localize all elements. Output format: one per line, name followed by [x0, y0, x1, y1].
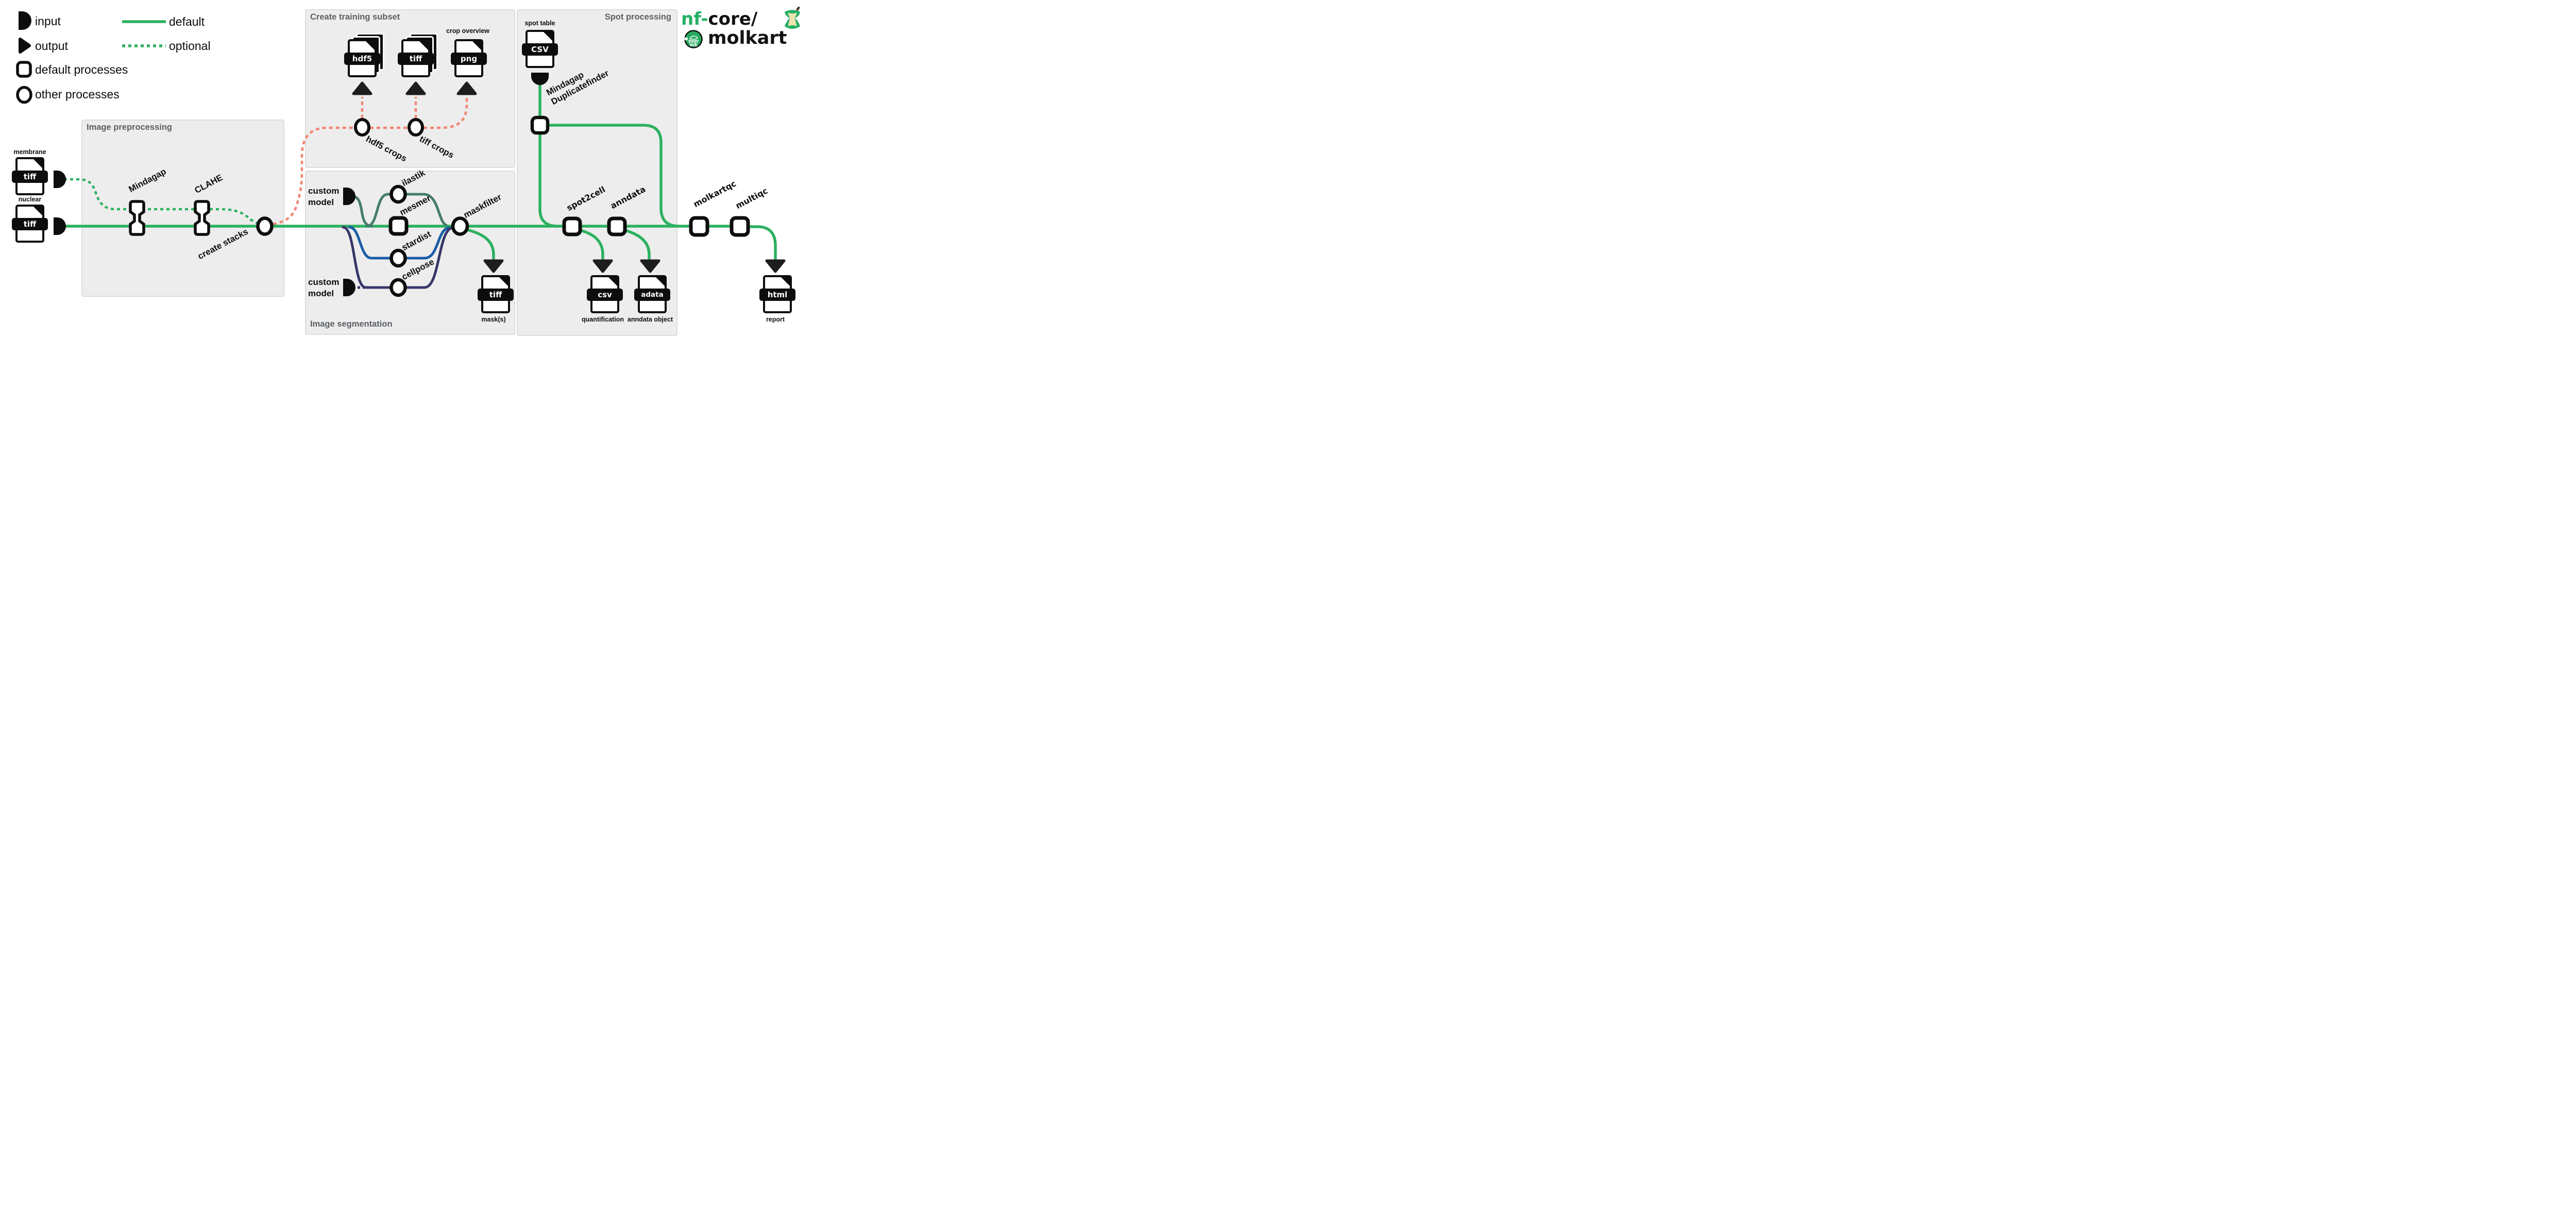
logo-core: core/ [708, 9, 758, 29]
crop-overview-file-icon: png [451, 39, 487, 77]
output-arrow-masks [483, 259, 504, 273]
nf-core-logo: nf-core/ [681, 9, 757, 29]
edge-custommodel-top-merge [351, 195, 374, 228]
masks-caption: mask(s) [481, 316, 506, 323]
edge-ilastik-up [365, 193, 393, 228]
legend-output-icon [19, 38, 31, 54]
hdf5-crops-file-badge: hdf5 [344, 53, 380, 65]
section-title-segmentation: Image segmentation [310, 319, 393, 329]
node-molkartqc [689, 216, 709, 237]
custom-model-top-line2: model [308, 197, 334, 207]
node-clahe [194, 200, 210, 236]
input-symbol-custom-bottom [343, 279, 355, 296]
anndata-object-file-badge: adata [634, 289, 670, 301]
membrane-file-badge: tiff [12, 171, 48, 183]
membrane-caption: membrane [13, 148, 46, 156]
quantification-file-icon: csv [587, 275, 623, 313]
edge-duplicatefinder-bypass [546, 124, 681, 228]
edge-createstacks-to-crops [273, 126, 354, 226]
node-create-stacks [256, 216, 274, 236]
node-maskfilter [451, 216, 469, 236]
legend-label-output: output [35, 39, 68, 53]
masks-file-icon: tiff [478, 275, 514, 313]
custom-model-top-line1: custom [308, 186, 340, 196]
crop-overview-file-badge: png [451, 53, 487, 65]
output-arrow-quantification [592, 259, 613, 273]
report-file-icon: html [759, 275, 795, 313]
output-arrow-png [456, 81, 477, 95]
node-stardist [389, 248, 407, 268]
edge-stardist-down [348, 226, 393, 260]
custom-model-top-label: custom model [308, 185, 339, 208]
node-tiff-crops [408, 118, 424, 137]
legend-label-optional-line: optional [169, 39, 211, 53]
logo-nf: nf- [681, 9, 708, 29]
nuclear-file-badge: tiff [12, 218, 48, 230]
edge-ilastik-return [404, 193, 448, 227]
mk-badge-icon: mk [684, 30, 703, 48]
node-duplicatefinder [530, 115, 550, 135]
spot-table-file-icon: CSV [522, 30, 558, 68]
spot-table-caption: spot table [524, 20, 555, 27]
legend-label-default-line: default [169, 15, 205, 28]
legend-label-default-processes: default processes [35, 63, 128, 76]
output-arrow-hdf5 [352, 81, 372, 95]
membrane-file-icon: tiff [12, 157, 48, 195]
output-arrow-report [765, 259, 786, 273]
masks-file-badge: tiff [478, 289, 514, 301]
anndata-object-file-icon: adata [634, 275, 670, 313]
legend-default-process-icon [16, 61, 32, 78]
input-symbol-spot-table [531, 73, 549, 85]
custom-model-bottom-line1: custom [308, 277, 340, 287]
input-symbol-custom-top [343, 188, 355, 205]
input-symbol-membrane [54, 171, 66, 188]
section-segmentation [305, 171, 515, 335]
legend-input-icon [19, 11, 31, 30]
node-cellpose [389, 278, 407, 297]
section-preprocessing [81, 120, 284, 297]
nuclear-file-icon: tiff [12, 205, 48, 243]
logo-molkart: molkart [708, 28, 787, 48]
edge-maskfilter-out [464, 228, 495, 260]
report-file-badge: html [759, 289, 795, 301]
custom-model-bottom-label: custom model [308, 277, 339, 299]
svg-text:mk: mk [689, 43, 698, 48]
report-caption: report [766, 316, 785, 323]
hdf5-crops-file-icon: hdf5 [344, 33, 384, 77]
quantification-file-badge: csv [587, 289, 623, 301]
node-mindagap [129, 200, 145, 236]
node-ilastik [389, 184, 407, 204]
tiff-crops-file-badge: tiff [398, 53, 434, 65]
edge-membrane-optional [64, 178, 258, 224]
node-multiqc [730, 216, 750, 237]
section-title-training: Create training subset [310, 12, 400, 22]
node-anndata [607, 216, 627, 236]
edge-duplicatefinder-down [538, 131, 559, 228]
edge-stardist-return [404, 226, 451, 260]
legend-label-other-processes: other processes [35, 88, 120, 101]
edge-cellpose-return [404, 226, 454, 289]
node-hdf5-crops [354, 118, 370, 137]
anndata-object-caption: anndata object [627, 316, 673, 323]
output-arrow-anndata [640, 259, 660, 273]
edge-tiffcrops-to-png [423, 97, 468, 129]
node-spot2cell [562, 216, 582, 236]
crop-overview-caption: crop overview [446, 27, 490, 35]
output-arrow-tiff [405, 81, 426, 95]
input-symbol-nuclear [54, 217, 66, 235]
apple-core-icon [784, 7, 801, 29]
legend-label-input: input [35, 14, 61, 28]
legend-other-process-icon [16, 86, 32, 104]
nuclear-caption: nuclear [18, 196, 42, 203]
node-mesmer [388, 216, 409, 236]
edge-multiqc-out [744, 225, 777, 260]
section-title-spot: Spot processing [604, 12, 671, 22]
custom-model-bottom-line2: model [308, 289, 334, 298]
pipeline-diagram: Image preprocessing Create training subs… [0, 0, 808, 340]
quantification-caption: quantification [582, 316, 624, 323]
spot-table-file-badge: CSV [522, 43, 558, 56]
tiff-crops-file-icon: tiff [398, 33, 438, 77]
section-title-preprocessing: Image preprocessing [87, 123, 172, 132]
